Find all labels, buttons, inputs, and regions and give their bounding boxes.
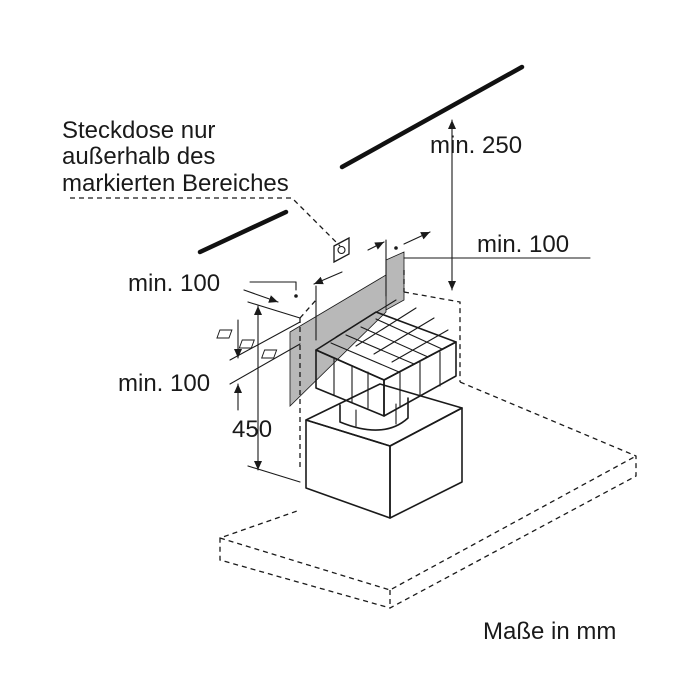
- socket-leader: [70, 197, 341, 247]
- label-min100-left-mid: min. 100: [118, 370, 210, 397]
- hood-canopy-outline: [219, 381, 637, 609]
- filter-unit: [216, 299, 457, 417]
- dim-min100-left-mid: [229, 319, 301, 411]
- socket-note-line3: markierten Bereiches: [62, 170, 289, 197]
- wall-edge: [197, 64, 525, 255]
- fan-housing: [305, 383, 463, 519]
- marked-area: [289, 251, 405, 407]
- label-min100-left-top: min. 100: [128, 270, 220, 297]
- chimney-outline: [299, 270, 461, 470]
- blower-unit: [339, 397, 409, 431]
- dim-450: [247, 301, 301, 483]
- socket-note-line2: außerhalb des: [62, 143, 215, 170]
- label-min250: min. 250: [430, 132, 522, 159]
- dim-min100-right: [367, 231, 591, 297]
- label-450: 450: [232, 416, 272, 443]
- socket-note-line1: Steckdose nur: [62, 117, 215, 144]
- label-units: Maße in mm: [483, 618, 616, 645]
- label-min100-right: min. 100: [477, 231, 569, 258]
- dim-min100-left-top: [243, 271, 343, 341]
- socket-icon: [333, 236, 350, 264]
